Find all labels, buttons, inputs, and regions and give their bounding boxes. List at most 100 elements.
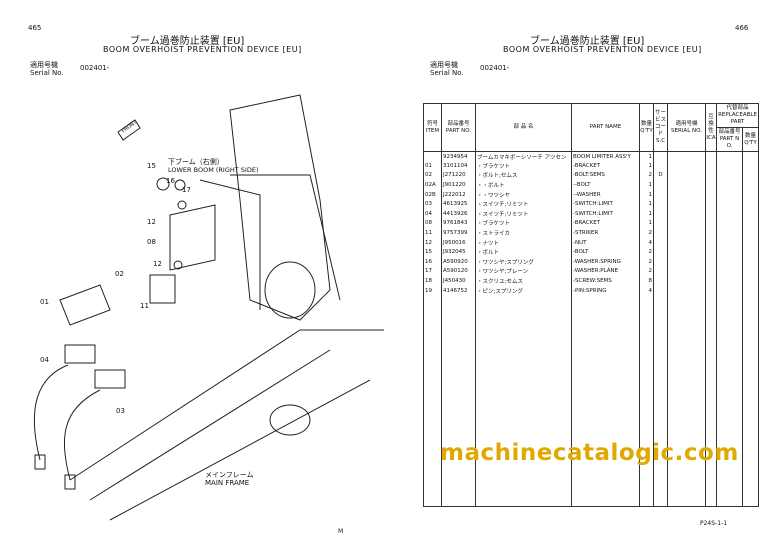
cell-empty: [639, 420, 654, 430]
cell-empty: [571, 314, 640, 325]
cell-empty: [653, 343, 668, 353]
cell-empty: [716, 496, 743, 507]
cell-qty: 4: [639, 285, 654, 296]
cell-empty: [705, 199, 717, 210]
cell-qty: 1: [639, 199, 654, 210]
cell-empty: [742, 400, 759, 411]
cell-empty: [441, 477, 476, 488]
cell-empty: [653, 372, 668, 382]
cell-empty: [571, 391, 640, 401]
cell-empty: [653, 352, 668, 363]
serial-label-jp-right: 適用号機: [430, 61, 458, 69]
cell-empty: [653, 362, 668, 373]
page-number-left: 465: [28, 24, 42, 32]
cell-sc: [653, 266, 668, 277]
cell-name-en: -PIN:SPRING: [571, 285, 640, 296]
main-frame-label-en: MAIN FRAME: [205, 479, 250, 487]
cell-empty: [742, 276, 759, 286]
cell-name-jp: ・ボルト: [475, 247, 572, 258]
cell-empty: [441, 305, 476, 315]
cell-empty: [705, 343, 717, 353]
cell-empty: [742, 410, 759, 421]
cell-empty: [423, 372, 442, 382]
cell-empty: [423, 496, 442, 507]
cell-empty: [705, 362, 717, 373]
table-row-empty: [423, 362, 759, 373]
cell-item: 12: [423, 237, 442, 248]
cell-empty: [667, 487, 706, 497]
cell-empty: [441, 420, 476, 430]
cell-empty: [475, 333, 572, 344]
cell-empty: [716, 477, 743, 488]
cell-empty: [716, 333, 743, 344]
table-row-empty: [423, 391, 759, 401]
table-row-empty: [423, 372, 759, 382]
cell-empty: [423, 410, 442, 421]
cell-name-en: --WASHER: [571, 189, 640, 200]
cell-qty: 1: [639, 189, 654, 200]
cell-empty: [705, 237, 717, 248]
cell-empty: [716, 314, 743, 325]
cell-empty: [742, 218, 759, 229]
cell-sc: [653, 189, 668, 200]
cell-item: 03: [423, 199, 442, 210]
cell-part-no: 9761843: [441, 218, 476, 229]
cell-empty: [441, 295, 476, 305]
cell-item: 02: [423, 170, 442, 181]
cell-item: 15: [423, 247, 442, 258]
cell-empty: [571, 333, 640, 344]
cell-empty: [475, 429, 572, 440]
cell-qty: 2: [639, 228, 654, 238]
cell-empty: [716, 295, 743, 305]
cell-name-jp: ・ワツシヤ;プレーン: [475, 266, 572, 277]
cell-empty: [716, 285, 743, 296]
cell-empty: [705, 218, 717, 229]
table-row-empty: [423, 410, 759, 421]
table-row-empty: [423, 295, 759, 305]
cell-empty: [667, 343, 706, 353]
cell-empty: [667, 170, 706, 181]
cell-empty: [571, 420, 640, 430]
cell-empty: [423, 487, 442, 497]
cell-empty: [423, 352, 442, 363]
cell-empty: [742, 189, 759, 200]
cell-empty: [667, 468, 706, 478]
cell-empty: [639, 400, 654, 411]
cell-part-no: 3101104: [441, 161, 476, 171]
cell-item: 16: [423, 257, 442, 267]
cell-empty: [705, 324, 717, 334]
cell-empty: [716, 400, 743, 411]
cell-sc: [653, 257, 668, 267]
cell-empty: [742, 314, 759, 325]
title-jp-right: ブーム過巻防止装置 [EU]: [530, 36, 645, 47]
cell-empty: [742, 151, 759, 162]
cell-empty: [705, 352, 717, 363]
callout: 03: [116, 407, 125, 415]
callout: 04: [40, 356, 49, 364]
cell-empty: [475, 420, 572, 430]
table-row-empty: [423, 458, 759, 469]
cell-empty: [705, 295, 717, 305]
cell-empty: [667, 420, 706, 430]
connector: [34, 454, 46, 470]
table-row-empty: [423, 314, 759, 325]
cell-qty: 1: [639, 209, 654, 219]
washer: [174, 179, 186, 191]
cell-empty: [571, 381, 640, 392]
cell-part-no: A590120: [441, 266, 476, 277]
cell-empty: [742, 305, 759, 315]
cell-empty: [571, 343, 640, 353]
switch-cables: [33, 364, 101, 481]
cell-empty: [667, 372, 706, 382]
cell-empty: [653, 314, 668, 325]
cell-empty: [571, 295, 640, 305]
cell-empty: [667, 189, 706, 200]
cell-part-no: J222012: [441, 189, 476, 200]
cell-empty: [742, 362, 759, 373]
callout: 08: [147, 238, 156, 246]
cell-empty: [667, 333, 706, 344]
cell-empty: [742, 468, 759, 478]
